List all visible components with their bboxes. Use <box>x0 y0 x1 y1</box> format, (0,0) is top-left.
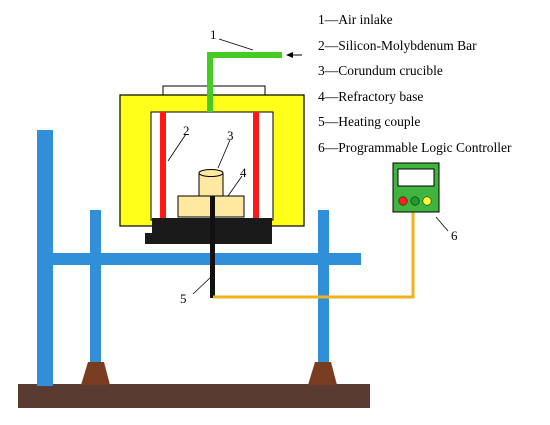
red-light-icon <box>398 196 408 206</box>
leader-3 <box>217 139 231 169</box>
leader-4 <box>227 175 243 197</box>
yellow-light-icon <box>422 196 432 206</box>
left-foot <box>81 362 110 385</box>
leader-1 <box>218 38 254 51</box>
plc-display <box>397 168 435 187</box>
legend-item-2: 2—Silicon-Molybdenum Bar <box>318 38 477 53</box>
inner-left-post <box>90 210 101 364</box>
legend-item-1: 1—Air inlake <box>318 12 393 27</box>
base-notch-right <box>262 233 272 244</box>
right-foot <box>308 362 337 385</box>
legend-item-3: 3—Corundum crucible <box>318 63 443 78</box>
legend: 1—Air inlake 2—Silicon-Molybdenum Bar 3—… <box>318 12 512 155</box>
heating-couple <box>210 196 215 298</box>
base-notch-left <box>145 233 155 244</box>
callout-5: 5 <box>180 291 187 306</box>
horizontal-crossbar <box>53 253 361 265</box>
leader-6 <box>435 216 449 232</box>
callout-6: 6 <box>451 228 458 243</box>
legend-item-5: 5—Heating couple <box>318 114 420 129</box>
callout-2: 2 <box>183 123 190 138</box>
callout-1: 1 <box>210 27 217 42</box>
heating-bar-left <box>160 112 166 220</box>
heating-bar-right <box>253 112 259 220</box>
callout-4: 4 <box>240 165 247 180</box>
leader-5 <box>192 276 212 295</box>
left-arrow-icon <box>286 52 302 58</box>
corundum-crucible <box>198 169 224 197</box>
legend-item-6: 6—Programmable Logic Controller <box>318 140 512 155</box>
legend-item-4: 4—Refractory base <box>318 89 423 104</box>
signal-wire <box>213 208 415 299</box>
air-inlake-pipe <box>207 52 282 112</box>
inner-right-post <box>318 210 329 364</box>
furnace-lid <box>162 85 266 96</box>
ground-slab <box>18 384 370 408</box>
green-light-icon <box>410 196 420 206</box>
plc-device <box>392 162 440 213</box>
leader-2 <box>167 133 187 162</box>
left-tall-post <box>37 130 53 386</box>
callout-3: 3 <box>227 128 234 143</box>
